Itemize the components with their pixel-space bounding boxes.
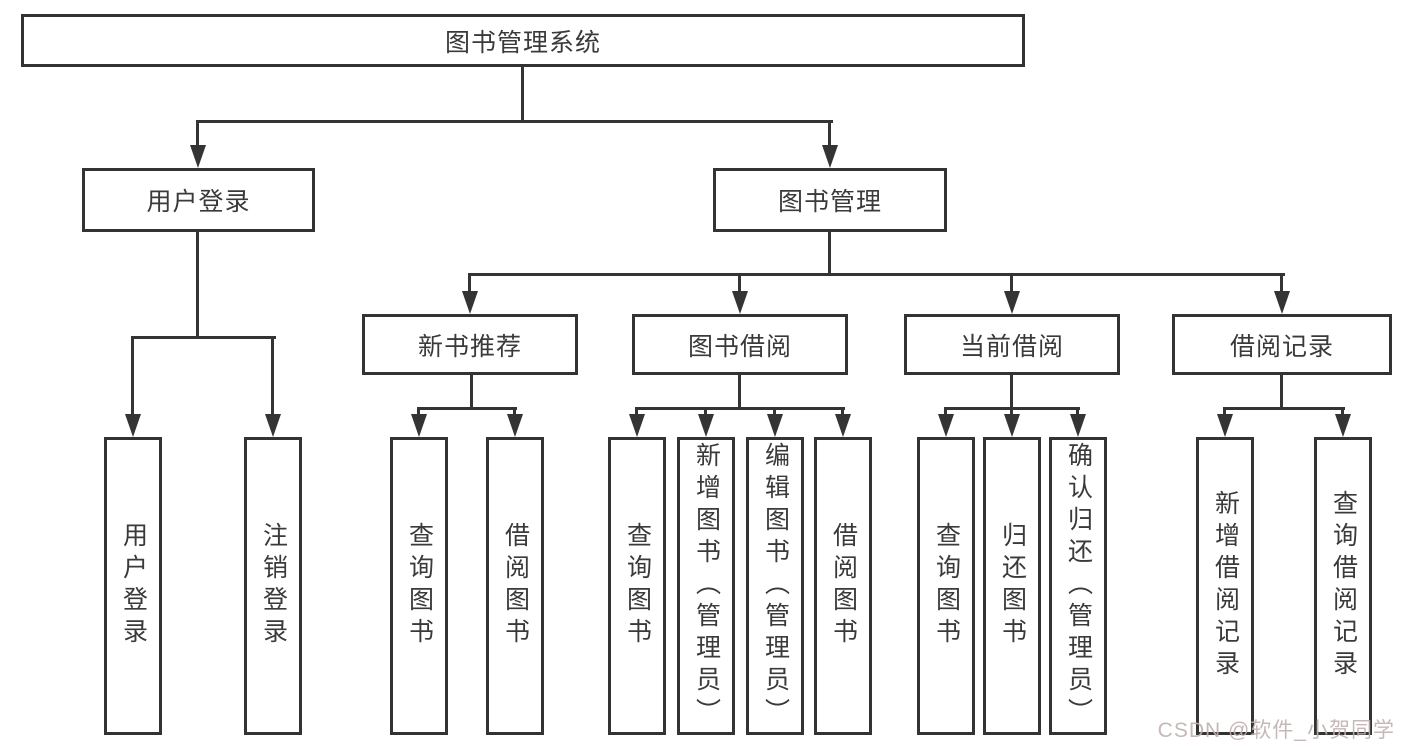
connector-line	[1280, 273, 1283, 299]
leaf-add-borrow-record: 新增借阅记录	[1196, 437, 1254, 735]
connector-line	[1280, 375, 1283, 410]
arrow-down-icon	[265, 414, 281, 437]
connector-line	[131, 336, 276, 339]
leaf-label: 查询图书	[932, 522, 961, 650]
leaf-user-login: 用户登录	[104, 437, 162, 735]
arrow-down-icon	[767, 414, 783, 437]
arrow-down-icon	[190, 145, 206, 168]
leaf-label: 查询图书	[623, 522, 652, 650]
leaf-return-book: 归还图书	[983, 437, 1041, 735]
arrow-down-icon	[125, 414, 141, 437]
leaf-label: 注销登录	[259, 522, 288, 650]
arrow-down-icon	[1335, 414, 1351, 437]
leaf-logout: 注销登录	[244, 437, 302, 735]
arrow-down-icon	[938, 414, 954, 437]
connector-line	[196, 232, 199, 339]
node-library-management-system: 图书管理系统	[21, 14, 1025, 67]
connector-line	[468, 273, 1285, 276]
connector-line	[828, 120, 831, 153]
leaf-label: 编辑图书（管理员）	[761, 442, 790, 730]
connector-line	[417, 407, 517, 410]
leaf-query-books-current: 查询图书	[917, 437, 975, 735]
node-borrowing-records: 借阅记录	[1172, 314, 1392, 375]
node-label: 图书借阅	[687, 332, 792, 361]
leaf-add-book-admin: 新增图书（管理员）	[677, 437, 735, 735]
node-new-book-recommend: 新书推荐	[362, 314, 578, 375]
arrow-down-icon	[1070, 414, 1086, 437]
arrow-down-icon	[835, 414, 851, 437]
arrow-down-icon	[507, 414, 523, 437]
arrow-down-icon	[698, 414, 714, 437]
arrow-down-icon	[462, 291, 478, 314]
connector-line	[828, 232, 831, 276]
leaf-label: 新增图书（管理员）	[692, 442, 721, 730]
arrow-down-icon	[629, 414, 645, 437]
leaf-label: 查询图书	[405, 522, 434, 650]
leaf-borrow-books-recommend: 借阅图书	[486, 437, 544, 735]
node-user-login: 用户登录	[82, 168, 315, 232]
leaf-label: 确认归还（管理员）	[1064, 442, 1093, 730]
leaf-query-borrow-record: 查询借阅记录	[1314, 437, 1372, 735]
csdn-watermark: CSDN @软件_小贺同学	[1157, 719, 1395, 742]
node-label: 借阅记录	[1229, 332, 1334, 361]
node-label: 新书推荐	[417, 332, 522, 361]
arrow-down-icon	[732, 291, 748, 314]
connector-line	[468, 273, 471, 299]
leaf-label: 归还图书	[998, 522, 1027, 650]
connector-line	[738, 375, 741, 410]
connector-line	[635, 407, 845, 410]
leaf-label: 借阅图书	[829, 522, 858, 650]
leaf-label: 新增借阅记录	[1211, 490, 1240, 682]
arrow-down-icon	[1217, 414, 1233, 437]
node-book-borrowing: 图书借阅	[632, 314, 848, 375]
node-label: 当前借阅	[959, 332, 1064, 361]
leaf-label: 用户登录	[119, 522, 148, 650]
arrow-down-icon	[1004, 291, 1020, 314]
connector-line	[196, 120, 833, 123]
leaf-label: 借阅图书	[501, 522, 530, 650]
arrow-down-icon	[1274, 291, 1290, 314]
connector-line	[1010, 273, 1013, 299]
node-label: 用户登录	[146, 188, 251, 216]
leaf-label: 查询借阅记录	[1329, 490, 1358, 682]
leaf-query-books-borrowing: 查询图书	[608, 437, 666, 735]
connector-line	[196, 120, 199, 153]
arrow-down-icon	[1004, 414, 1020, 437]
leaf-borrow-books-borrowing: 借阅图书	[814, 437, 872, 735]
arrow-down-icon	[411, 414, 427, 437]
leaf-confirm-return-admin: 确认归还（管理员）	[1049, 437, 1107, 735]
node-label: 图书管理系统	[444, 28, 601, 57]
node-book-management: 图书管理	[713, 168, 947, 232]
connector-line	[521, 67, 524, 123]
arrow-down-icon	[822, 145, 838, 168]
node-current-borrowing: 当前借阅	[904, 314, 1120, 375]
connector-line	[1010, 375, 1013, 410]
node-label: 图书管理	[777, 188, 882, 216]
connector-line	[1223, 407, 1345, 410]
connector-line	[470, 375, 473, 410]
connector-line	[738, 273, 741, 299]
leaf-query-books-recommend: 查询图书	[390, 437, 448, 735]
connector-line	[131, 336, 134, 422]
connector-line	[271, 336, 274, 422]
leaf-edit-book-admin: 编辑图书（管理员）	[746, 437, 804, 735]
